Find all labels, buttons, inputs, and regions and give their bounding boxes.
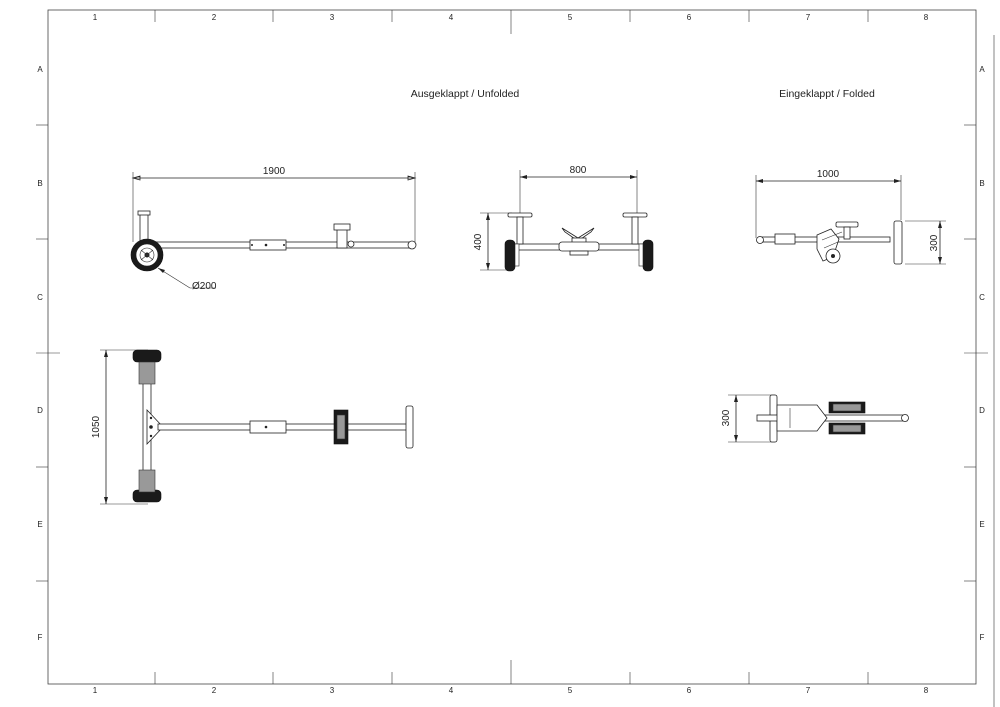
col-label: 8 [924,13,929,22]
row-label: F [38,633,43,642]
col-label: 5 [568,686,573,695]
unfolded-view-title: Ausgeklappt / Unfolded [411,88,520,100]
col-label: 2 [212,686,217,695]
col-label: 8 [924,686,929,695]
row-label: C [979,293,985,302]
folded-top-view: 300 [721,394,909,443]
unfolded-top-view: 1050 [91,349,414,505]
unfolded-front-view: 800 400 [473,165,654,272]
zone-ticks [36,10,988,684]
dimension-length-label: 1000 [817,169,840,180]
unfolded-side-view: 1900 Ø200 [130,166,417,292]
row-label: D [979,406,985,415]
dimension-height-label: 400 [473,233,484,250]
row-label: F [980,633,985,642]
wheel-left [504,239,516,272]
dimension-height-label: 300 [929,234,940,251]
row-label: B [979,179,984,188]
col-label: 6 [687,686,692,695]
row-label: A [37,65,43,74]
wheel-diameter-label: Ø200 [192,281,217,292]
row-labels-left: A B C D E F [37,65,43,642]
col-label: 3 [330,13,335,22]
dimension-width-label: 300 [721,409,732,426]
folded-seat [835,221,859,228]
handle-crossbar [405,405,414,449]
drawing-frame [47,9,977,685]
wheel-left [132,349,162,363]
col-label: 6 [687,13,692,22]
column-labels-bottom: 1 2 3 4 5 6 7 8 [93,686,929,695]
row-labels-right: A B C D E F [979,65,985,642]
wheel-right [642,239,654,272]
row-label: A [979,65,985,74]
handle-post [336,227,348,249]
col-label: 2 [212,13,217,22]
seat-post [139,211,149,243]
row-label: C [37,293,43,302]
folded-handle [893,220,903,265]
row-label: B [37,179,42,188]
col-label: 4 [449,13,454,22]
column-labels-top: 1 2 3 4 5 6 7 8 [93,13,929,22]
folded-view-title: Eingeklappt / Folded [779,88,875,100]
dimension-width-label: 1050 [91,415,102,438]
seat-left [507,212,533,218]
col-label: 1 [93,686,98,695]
row-label: E [979,520,984,529]
folded-side-view: 1000 300 [755,169,946,265]
col-label: 3 [330,686,335,695]
col-label: 7 [806,686,811,695]
col-label: 1 [93,13,98,22]
dimension-length-label: 1900 [263,166,286,177]
col-label: 7 [806,13,811,22]
col-label: 5 [568,13,573,22]
dimension-width-label: 800 [570,165,587,176]
col-label: 4 [449,686,454,695]
row-label: D [37,406,43,415]
seat-right [622,212,648,218]
row-label: E [37,520,42,529]
